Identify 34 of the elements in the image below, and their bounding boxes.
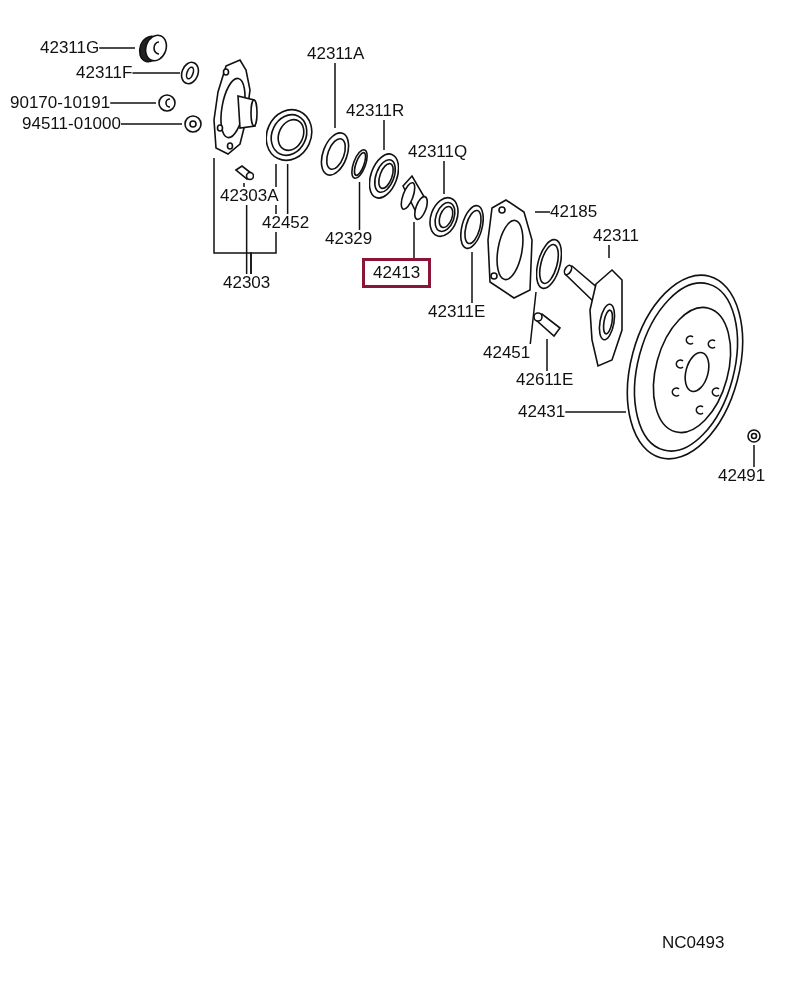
leader-line: [358, 181, 361, 231]
nut-drawing: [156, 93, 178, 114]
part-number: 42452: [262, 214, 310, 232]
bolt-drawing: [234, 165, 254, 183]
seal-ring-drawing: [460, 202, 484, 252]
gasket-drawing: [536, 236, 562, 292]
leader-line: [245, 204, 248, 275]
plug-drawing: [746, 427, 762, 445]
leader-line: [608, 244, 610, 259]
leader-line: [120, 123, 183, 125]
leader-line: [546, 338, 548, 372]
leader-line: [529, 291, 537, 345]
leader-line: [443, 160, 445, 195]
leader-line: [286, 163, 289, 215]
leader-line: [98, 47, 136, 49]
leader-line: [413, 221, 415, 259]
leader-line: [534, 211, 551, 213]
leader-line: [753, 444, 755, 468]
leader-line: [334, 62, 336, 129]
leader-line: [564, 411, 627, 413]
highlighted-part-number: 42413: [362, 258, 432, 288]
leader-line: [131, 72, 181, 74]
washer-drawing: [180, 61, 201, 85]
hub-drawing: [212, 58, 258, 158]
part-number: 42303A: [220, 187, 279, 205]
snap-ring-drawing: [351, 146, 368, 182]
part-number: 42311Q: [408, 143, 468, 161]
leader-line: [471, 251, 473, 304]
bearing-drawing: [369, 150, 399, 202]
leader-line: [109, 102, 157, 104]
leader-line: [383, 119, 385, 151]
washer-drawing: [182, 114, 204, 135]
stud-bolt-drawing: [532, 311, 562, 339]
leader-line: [243, 182, 245, 188]
